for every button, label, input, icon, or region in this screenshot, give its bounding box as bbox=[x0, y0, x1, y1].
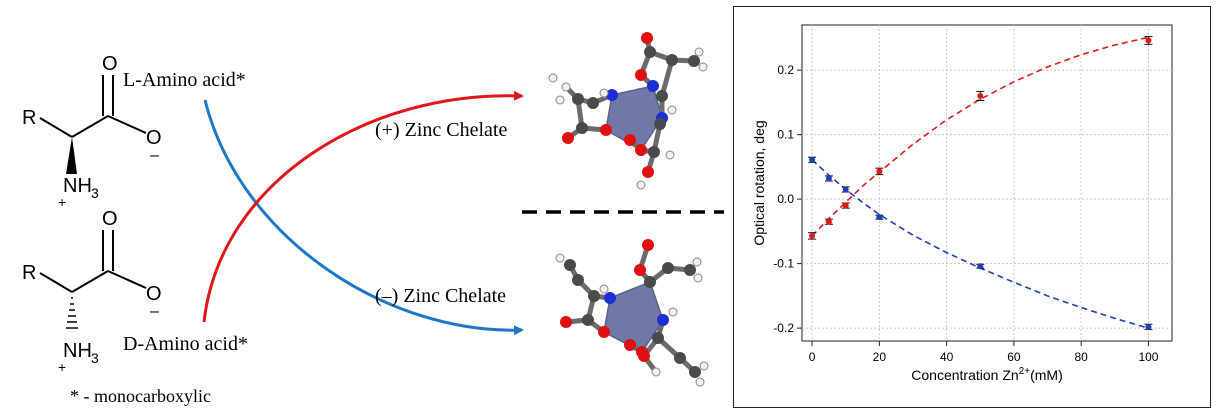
grid bbox=[802, 25, 1172, 341]
data-point bbox=[825, 218, 832, 225]
atom-o-carbonyl: O bbox=[102, 53, 118, 75]
data-point bbox=[1145, 37, 1152, 44]
subscript-3: 3 bbox=[91, 185, 99, 201]
d-amino-acid-structure bbox=[39, 230, 147, 293]
charge-plus: + bbox=[58, 359, 66, 375]
minus-zinc-chelate-model bbox=[555, 239, 709, 387]
atom-r: R bbox=[22, 107, 36, 129]
y-axis-ticks: -0.2 -0.1 0.0 0.1 0.2 bbox=[773, 63, 802, 335]
atom-r: R bbox=[22, 262, 36, 284]
y-tick-label: 0.1 bbox=[777, 128, 794, 142]
charge-minus: – bbox=[150, 147, 159, 164]
atom-o-carboxylate: O bbox=[146, 283, 162, 305]
x-axis-ticks: 0 20 40 60 80 100 bbox=[809, 341, 1159, 364]
y-tick-label: 0.0 bbox=[777, 192, 794, 206]
plot-area bbox=[801, 24, 1173, 342]
d-amino-acid-label: D-Amino acid* bbox=[123, 333, 248, 355]
y-tick-label: -0.2 bbox=[773, 321, 794, 335]
data-point bbox=[809, 156, 816, 163]
y-tick-label: -0.1 bbox=[773, 257, 794, 271]
atom-nh: NH bbox=[63, 340, 92, 362]
d-to-plus-arrow bbox=[202, 90, 524, 323]
reaction-scheme: R O O – NH 3 + L-Amino acid* R O O – NH … bbox=[22, 32, 724, 406]
x-axis-label: Concentration Zn2+(mM) bbox=[911, 366, 1062, 383]
plus-chelate-label: (+) Zinc Chelate bbox=[375, 119, 507, 141]
wedge-bond bbox=[66, 137, 77, 174]
x-tick-label: 40 bbox=[940, 350, 954, 364]
atoms bbox=[555, 239, 709, 387]
data-point bbox=[842, 186, 849, 193]
data-point bbox=[977, 92, 984, 99]
chart-panel: 0 20 40 60 80 100 -0.2 -0.1 0.0 0.1 0.2 Concentra… bbox=[733, 6, 1211, 408]
x-tick-label: 80 bbox=[1075, 350, 1089, 364]
data-point bbox=[977, 263, 984, 270]
x-tick-label: 100 bbox=[1138, 350, 1158, 364]
y-tick-label: 0.2 bbox=[777, 63, 794, 77]
data-points bbox=[808, 36, 1153, 330]
data-point bbox=[825, 175, 832, 182]
data-point bbox=[876, 168, 883, 175]
data-point bbox=[1145, 323, 1152, 330]
x-tick-label: 20 bbox=[873, 350, 887, 364]
minus-chelate-label: (–) Zinc Chelate bbox=[375, 285, 506, 307]
data-point bbox=[842, 202, 849, 209]
data-point bbox=[876, 214, 883, 221]
hash-bond bbox=[66, 297, 78, 329]
y-axis-label: Optical rotation, deg bbox=[751, 120, 767, 245]
atom-nh: NH bbox=[63, 175, 92, 197]
charge-minus: – bbox=[150, 303, 159, 320]
l-amino-acid-label: L-Amino acid* bbox=[123, 69, 246, 91]
l-to-minus-arrow bbox=[203, 99, 524, 336]
charge-plus: + bbox=[58, 194, 66, 210]
subscript-3: 3 bbox=[91, 350, 99, 366]
atom-o-carbonyl: O bbox=[102, 208, 118, 230]
atom-o-carboxylate: O bbox=[146, 127, 162, 149]
optical-rotation-chart: 0 20 40 60 80 100 -0.2 -0.1 0.0 0.1 0.2 Concentra… bbox=[751, 24, 1173, 383]
plus-zinc-chelate-model bbox=[548, 32, 708, 190]
x-tick-label: 0 bbox=[809, 350, 816, 364]
x-tick-label: 60 bbox=[1007, 350, 1021, 364]
data-point bbox=[809, 232, 816, 239]
footnote: * - monocarboxylic bbox=[70, 386, 211, 406]
atoms bbox=[548, 32, 708, 190]
l-amino-acid-structure bbox=[39, 75, 147, 174]
